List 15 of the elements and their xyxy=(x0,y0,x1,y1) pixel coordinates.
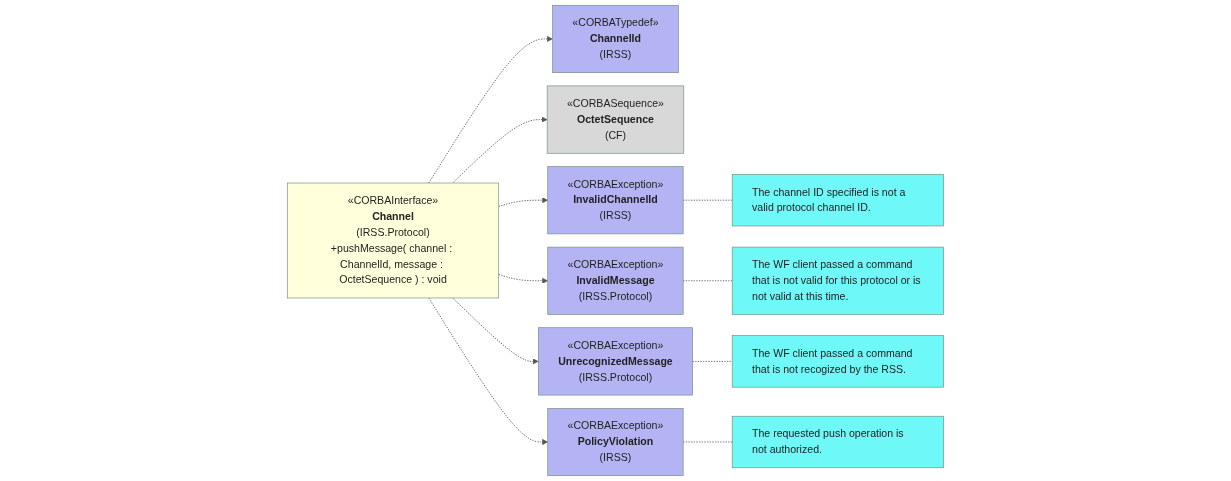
node-box: The channel ID specified is not a valid protocol channel ID. xyxy=(731,174,944,227)
node-box: «CORBAException» InvalidChannelId (IRSS) xyxy=(547,166,684,235)
node-box: The WF client passed a command that is not valid for this protocol or is not valid at this time. xyxy=(731,246,944,315)
node-box: «CORBAException» UnrecognizedMessage (IRSS.Protocol) xyxy=(538,327,693,396)
connector xyxy=(682,199,733,201)
node-box: «CORBAInterface» Channel (IRSS.Protocol) +pushMessage( channel : ChannelId, message : OctetSequence ) : void xyxy=(287,182,500,299)
node-box: «CORBATypedef» ChannelId (IRSS) xyxy=(552,4,679,73)
node-box: The requested push operation is not authorized. xyxy=(731,415,944,469)
node-box: «CORBAException» InvalidMessage (IRSS.Protocol) xyxy=(547,246,684,315)
connector xyxy=(682,441,733,443)
connector xyxy=(692,360,733,362)
node-box: «CORBASequence» OctetSequence (CF) xyxy=(546,85,685,154)
node-box: «CORBAException» PolicyViolation (IRSS) xyxy=(547,408,684,477)
connector xyxy=(682,280,733,282)
node-box: The WF client passed a command that is not recogized by the RSS. xyxy=(731,335,944,388)
